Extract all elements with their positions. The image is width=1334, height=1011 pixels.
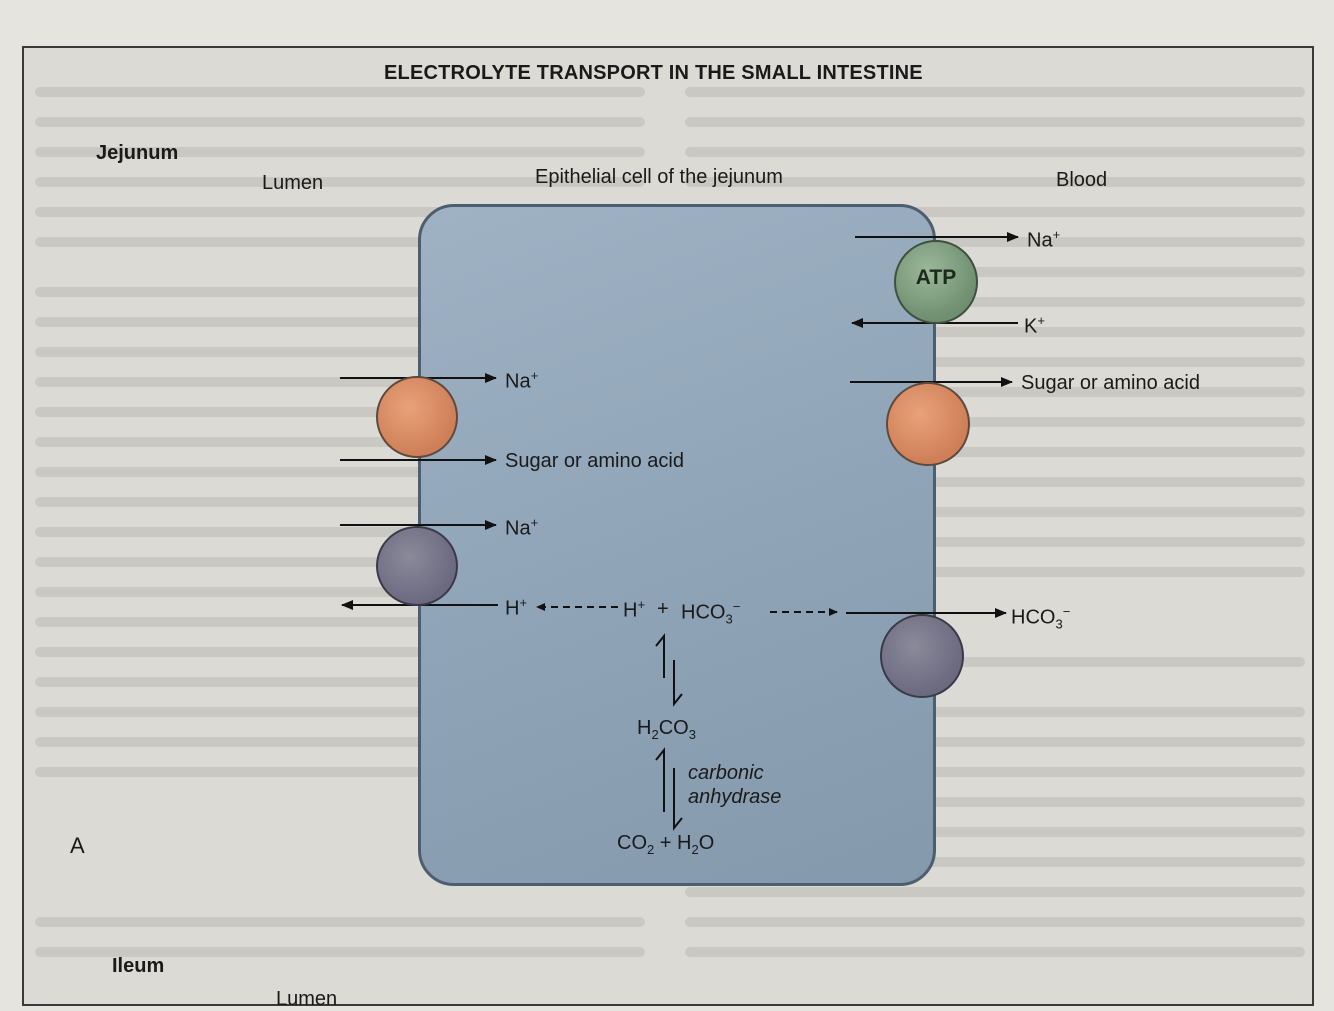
label-h2co3: H2CO3 <box>637 717 696 742</box>
label-hco3-cell: HCO3− <box>681 599 741 627</box>
epithelial-cell <box>418 204 936 886</box>
label-hco3-blood: HCO3− <box>1011 604 1071 632</box>
column-lumen: Lumen <box>262 172 324 194</box>
arrow-equilibrium-upper-up <box>655 633 665 678</box>
arrow-equilibrium-lower-down <box>673 768 683 831</box>
label-k-blood: K+ <box>1024 313 1045 338</box>
label-na-lumen-1: Na+ <box>505 368 539 393</box>
label-co2-h2o: CO2 + H2O <box>617 832 715 857</box>
label-enzyme-line1: carbonic <box>688 762 764 784</box>
column-blood: Blood <box>1056 169 1108 191</box>
column-epithelial-cell: Epithelial cell of the jejunum <box>535 166 783 188</box>
label-na-lumen-2: Na+ <box>505 515 539 540</box>
na-k-atpase-pump <box>894 240 978 324</box>
na-sugar-cotransporter <box>376 376 458 458</box>
label-h-cell: H+ <box>623 597 646 622</box>
figure-title: ELECTROLYTE TRANSPORT IN THE SMALL INTES… <box>384 62 923 84</box>
label-sugar-blood: Sugar or amino acid <box>1021 372 1200 394</box>
label-enzyme-line2: anhydrase <box>688 786 782 808</box>
label-h-lumen: H+ <box>505 595 528 620</box>
na-h-exchanger <box>376 526 458 606</box>
label-na-blood: Na+ <box>1027 227 1061 252</box>
arrow-equilibrium-lower-up <box>655 747 665 812</box>
hco3-transporter <box>880 614 964 698</box>
atp-label: ATP <box>915 266 957 289</box>
arrow-equilibrium-upper-down <box>673 660 683 707</box>
section-ileum: Ileum <box>112 955 165 977</box>
panel-letter: A <box>70 833 85 858</box>
label-plus-sign: + <box>657 598 669 620</box>
sugar-facilitated-transporter <box>886 382 970 466</box>
section-jejunum: Jejunum <box>96 142 179 164</box>
label-sugar-lumen: Sugar or amino acid <box>505 450 684 472</box>
